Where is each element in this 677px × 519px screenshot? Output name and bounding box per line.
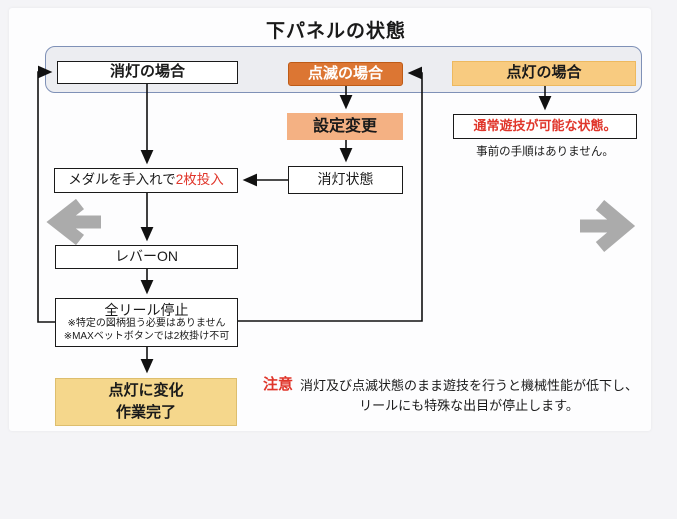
insert-medals-highlight: 2枚投入 — [175, 172, 224, 188]
node-insert-medals: メダルを手入れで2枚投入 — [54, 168, 238, 193]
caution-text: 消灯及び点滅状態のまま遊技を行うと機械性能が低下し、 リールにも特殊な出目が停止… — [300, 376, 638, 415]
work-complete-line1: 点灯に変化 — [108, 381, 184, 399]
node-panel-off-label: 消灯の場合 — [109, 63, 185, 81]
node-panel-lit-label: 点灯の場合 — [506, 64, 582, 82]
node-setting-change-label: 設定変更 — [312, 117, 377, 135]
all-reels-stop-note2: ※MAXベットボタンでは2枚掛け不可 — [63, 330, 230, 342]
no-prior-steps-note: 事前の手順はありません。 — [476, 146, 614, 158]
caution-note: 注意 消灯及び点滅状態のまま遊技を行うと機械性能が低下し、 リールにも特殊な出目… — [263, 376, 638, 415]
node-work-complete: 点灯に変化 作業完了 — [55, 378, 237, 426]
node-lever-on: レバーON — [55, 245, 238, 269]
node-panel-blinking: 点滅の場合 — [288, 62, 403, 86]
caution-text-line1: 消灯及び点滅状態のまま遊技を行うと機械性能が低下し、 — [300, 378, 639, 393]
node-panel-lit: 点灯の場合 — [452, 61, 636, 86]
caution-label: 注意 — [263, 376, 294, 393]
prev-arrow-icon[interactable] — [46, 198, 101, 246]
work-complete-line2: 作業完了 — [115, 404, 176, 421]
node-panel-blinking-label: 点滅の場合 — [307, 64, 383, 82]
node-off-state-label: 消灯状態 — [317, 171, 374, 188]
node-all-reels-stop: 全リール停止 ※特定の図柄狙う必要はありません ※MAXベットボタンでは2枚掛け… — [55, 298, 238, 347]
node-insert-medals-text: メダルを手入れで2枚投入 — [68, 172, 224, 189]
node-off-state: 消灯状態 — [288, 166, 403, 194]
node-normal-play: 通常遊技が可能な状態。 — [453, 114, 637, 139]
all-reels-stop-title: 全リール停止 — [104, 301, 189, 318]
node-panel-off: 消灯の場合 — [57, 61, 238, 84]
node-setting-change: 設定変更 — [287, 113, 403, 140]
page-title: 下パネルの状態 — [265, 21, 406, 42]
all-reels-stop-note1: ※特定の図柄狙う必要はありません — [67, 318, 226, 330]
caution-text-line2: リールにも特殊な出目が停止します。 — [359, 397, 579, 413]
next-arrow-icon[interactable] — [580, 200, 636, 252]
node-normal-play-label: 通常遊技が可能な状態。 — [473, 118, 617, 134]
node-lever-on-label: レバーON — [115, 248, 178, 265]
insert-medals-prefix: メダルを手入れで — [68, 172, 176, 188]
